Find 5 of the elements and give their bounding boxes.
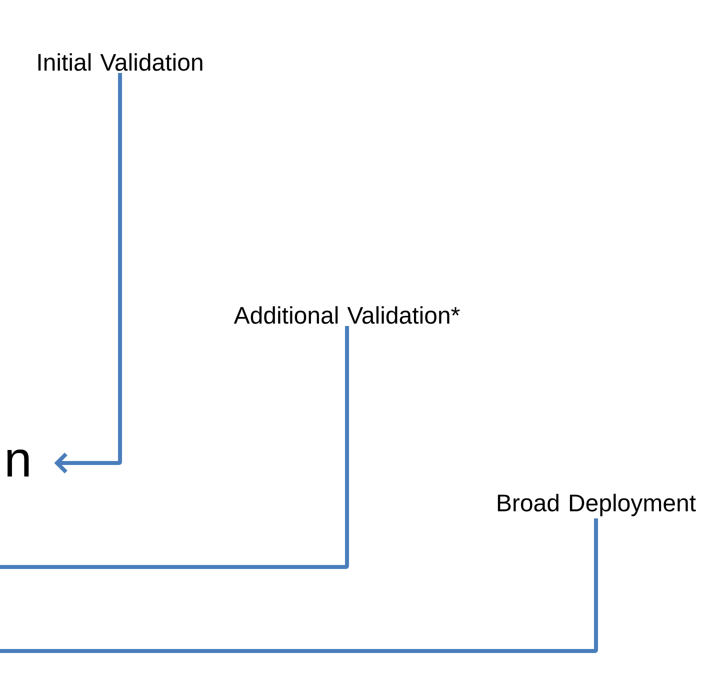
- node-label: Initial Validation: [38, 53, 202, 71]
- node-label: Additional Validation*: [234, 306, 460, 324]
- node-label: n: [7, 450, 29, 476]
- node-label: Broad Deployment: [498, 494, 696, 516]
- connector-arrow: [54, 73, 122, 474]
